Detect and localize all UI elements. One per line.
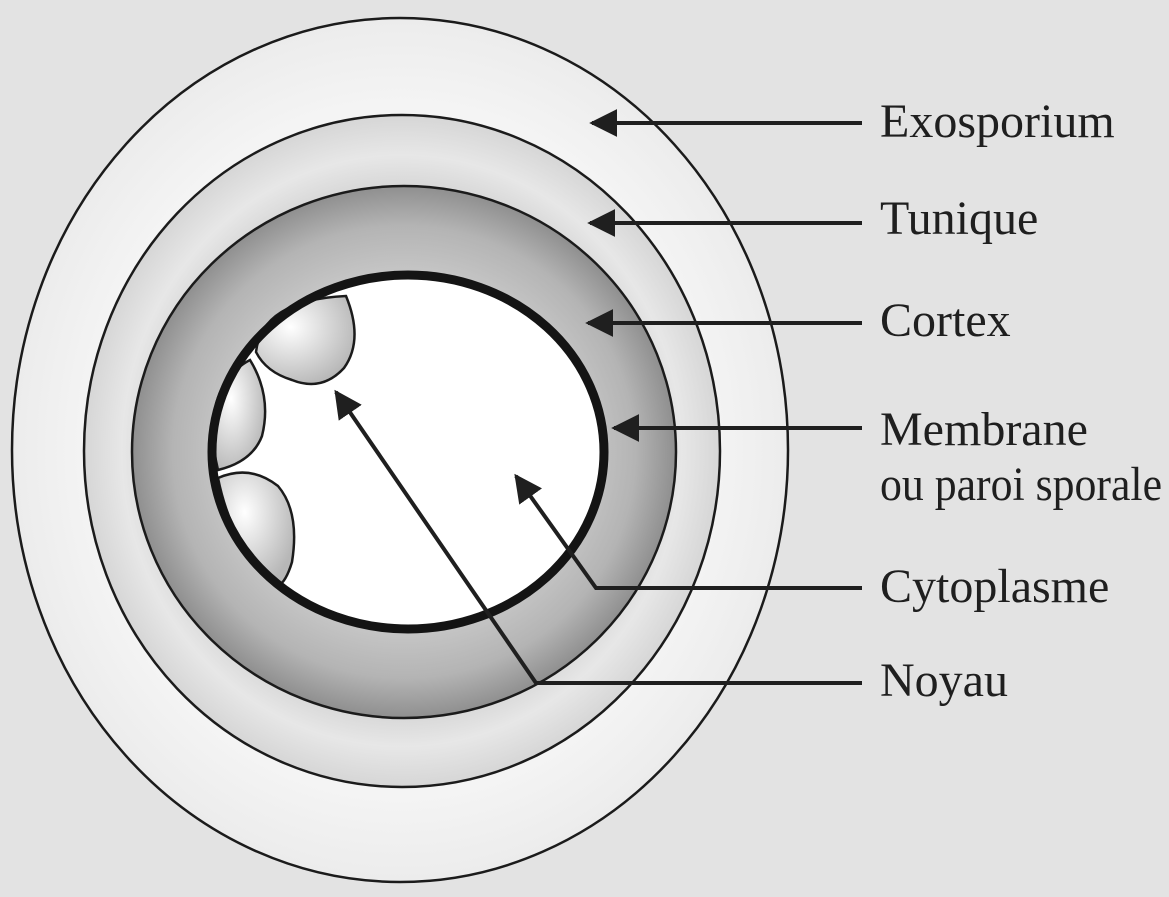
label-membrane-line2: ou paroi sporale: [880, 458, 1162, 511]
label-noyau: Noyau: [880, 654, 1008, 707]
label-exosporium: Exosporium: [880, 95, 1115, 148]
label-cortex: Cortex: [880, 294, 1011, 347]
label-membrane-line1: Membrane: [880, 403, 1088, 456]
label-tunique: Tunique: [880, 192, 1038, 245]
label-cytoplasme: Cytoplasme: [880, 560, 1109, 613]
